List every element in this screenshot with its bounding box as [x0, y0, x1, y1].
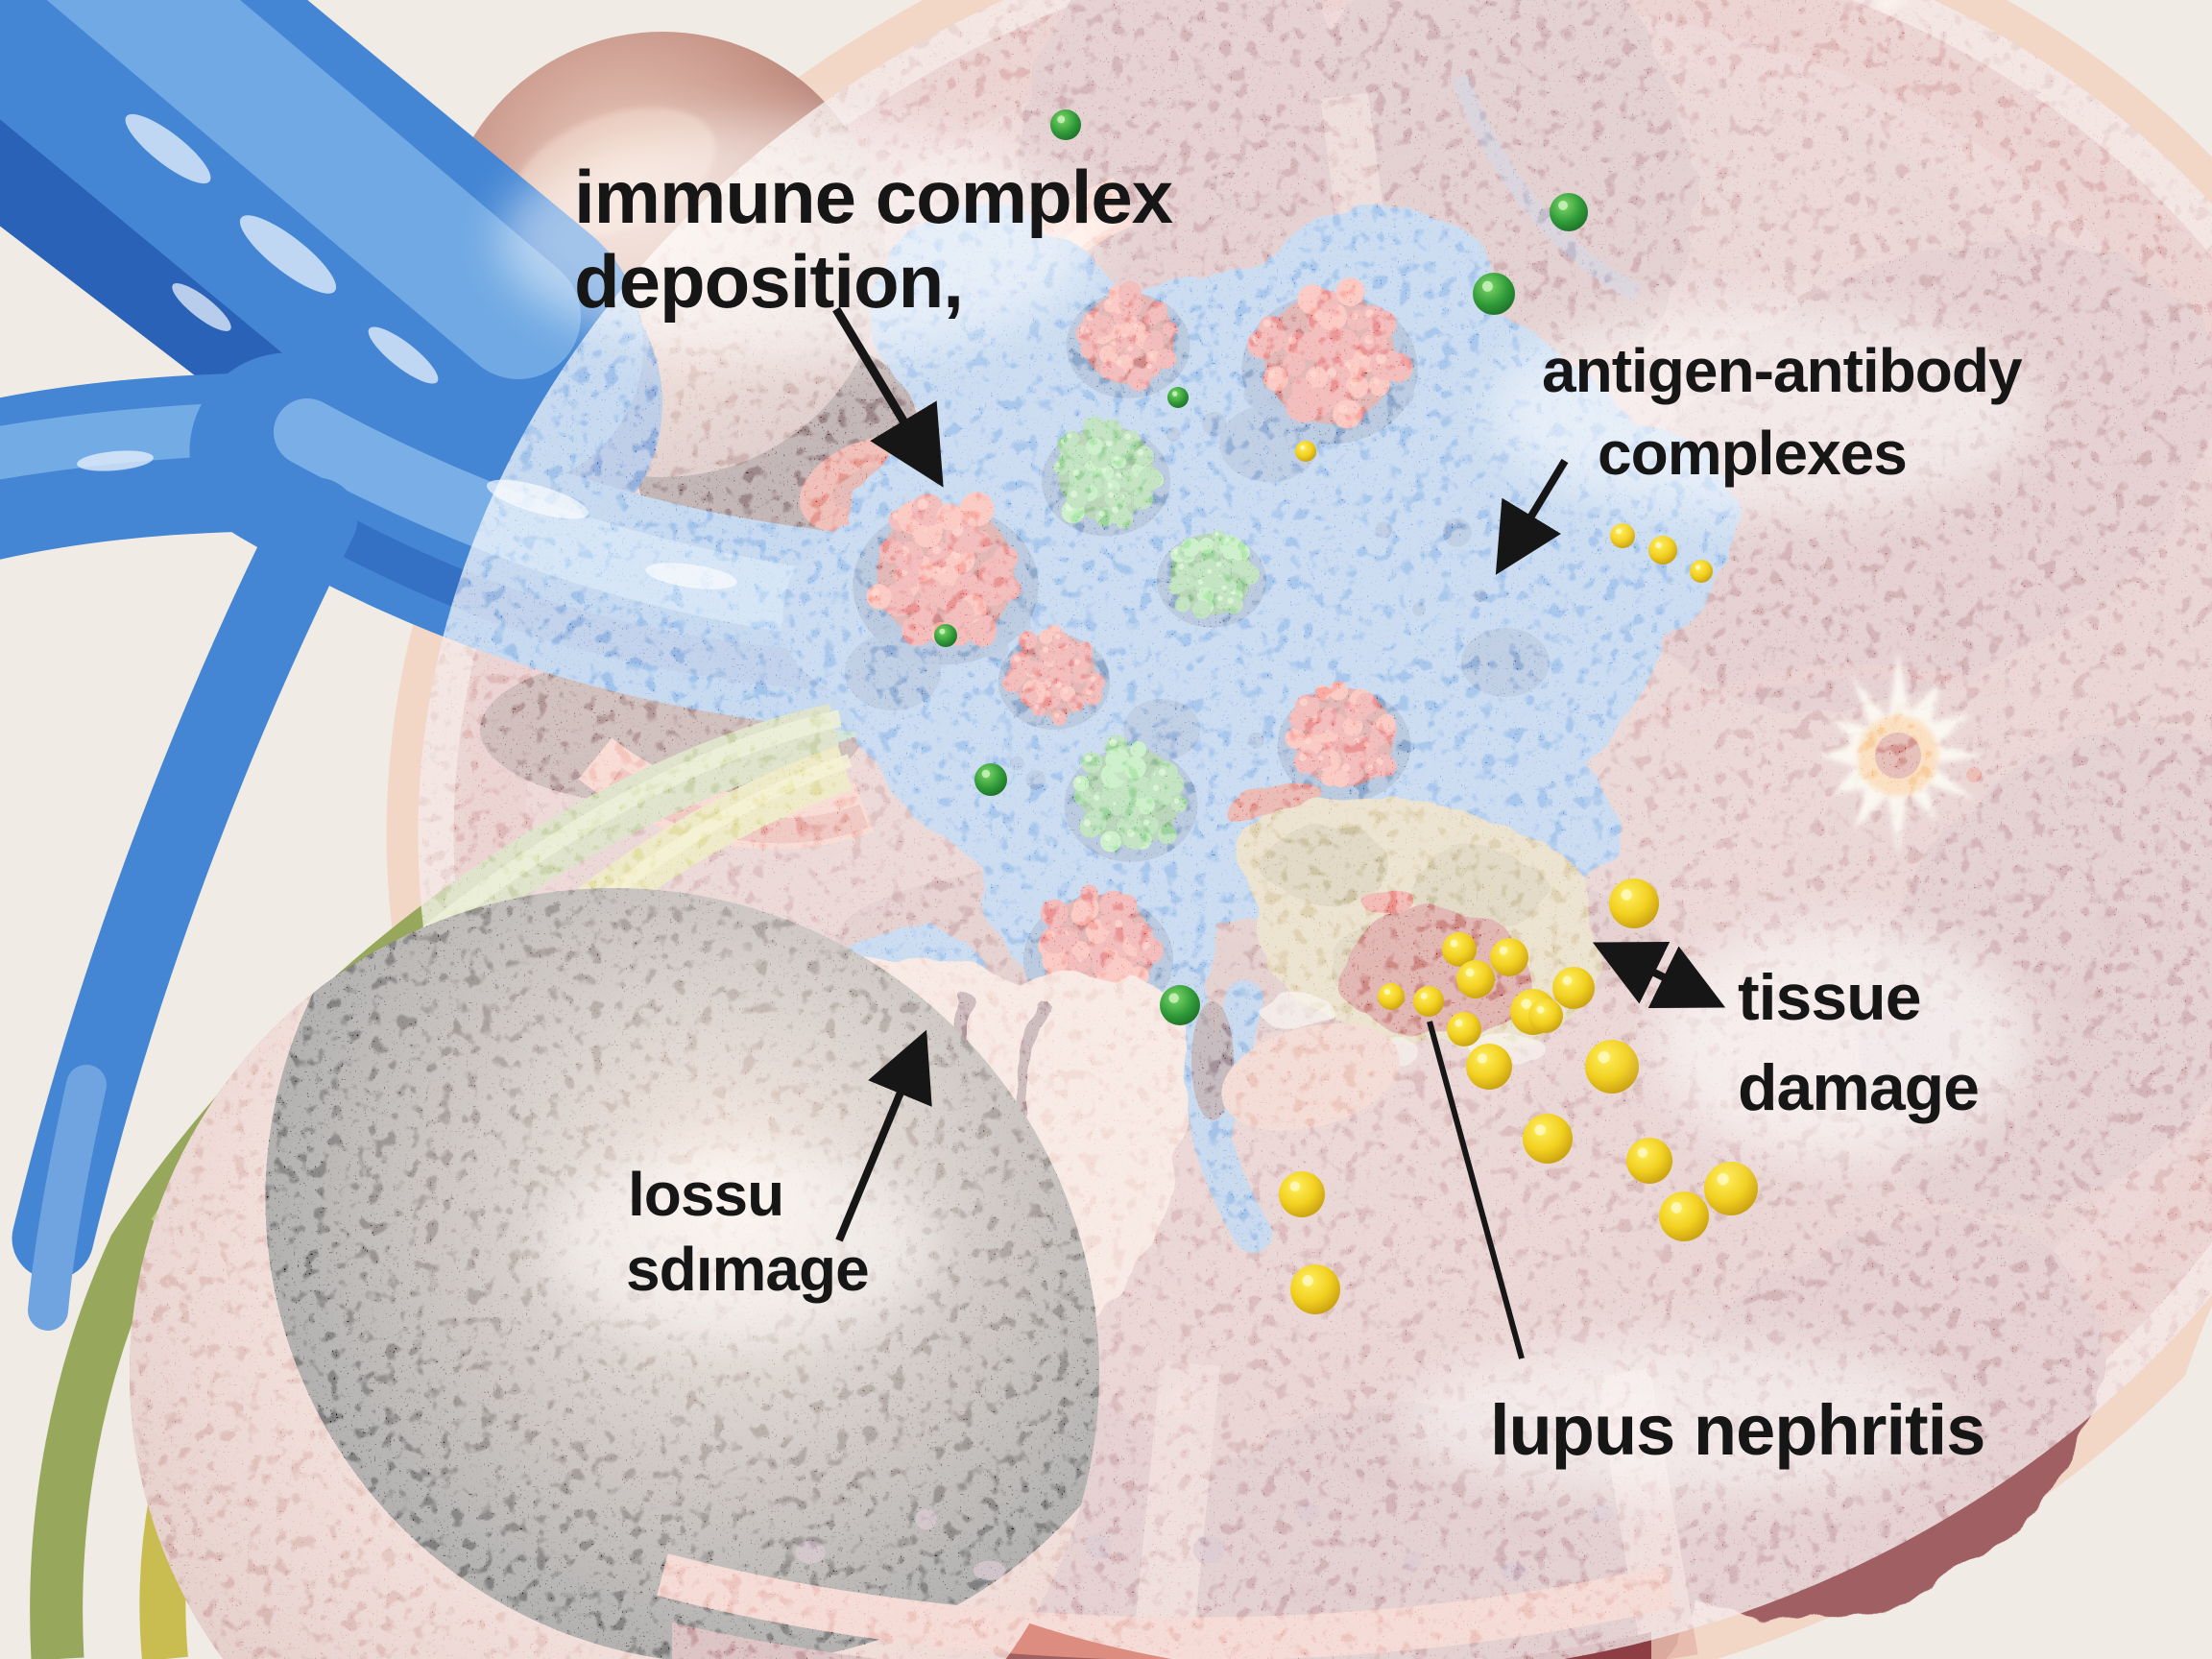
background-corner: [2148, 1306, 2212, 1659]
annotation-labels: immune complex deposition, antigen-antib…: [574, 155, 2024, 1470]
label-tissue-line1: tissue: [1738, 961, 1921, 1034]
label-glows: [499, 120, 2035, 1498]
label-antigen-antibody-complexes: antigen-antibody complexes: [1542, 336, 2024, 488]
arrow-lupus-nephritis: [1427, 1021, 1525, 1359]
label-immune-line1: immune complex: [574, 155, 1173, 239]
label-tissue-line2: damage: [1738, 1051, 1979, 1124]
label-immune-line2: deposition,: [574, 239, 963, 324]
arrow-immune-complex: [832, 306, 944, 488]
green-spheres: [934, 109, 1588, 1025]
label-lupus-line1: lupus nephritis: [1490, 1390, 1984, 1470]
arrow-tissue-damage: [1592, 941, 1726, 1009]
annotation-arrows: [832, 306, 1726, 1359]
label-garbled-line2: sdımage: [626, 1235, 869, 1304]
label-garbled-text: lossu sdımage: [626, 1160, 870, 1304]
arrow-garbled-label: [835, 1029, 932, 1242]
label-tissue-damage: tissue damage: [1738, 961, 1980, 1124]
label-immune-complex-deposition: immune complex deposition,: [574, 155, 1174, 324]
arrow-antigen-antibody: [1495, 458, 1569, 575]
antigen-antibody-complex-spheres: [1279, 441, 1758, 1314]
label-antigen-line2: complexes: [1598, 419, 1907, 488]
label-garbled-line1: lossu: [628, 1160, 783, 1229]
label-antigen-line1: antigen-antibody: [1542, 336, 2023, 405]
label-lupus-nephritis: lupus nephritis: [1490, 1390, 1985, 1470]
